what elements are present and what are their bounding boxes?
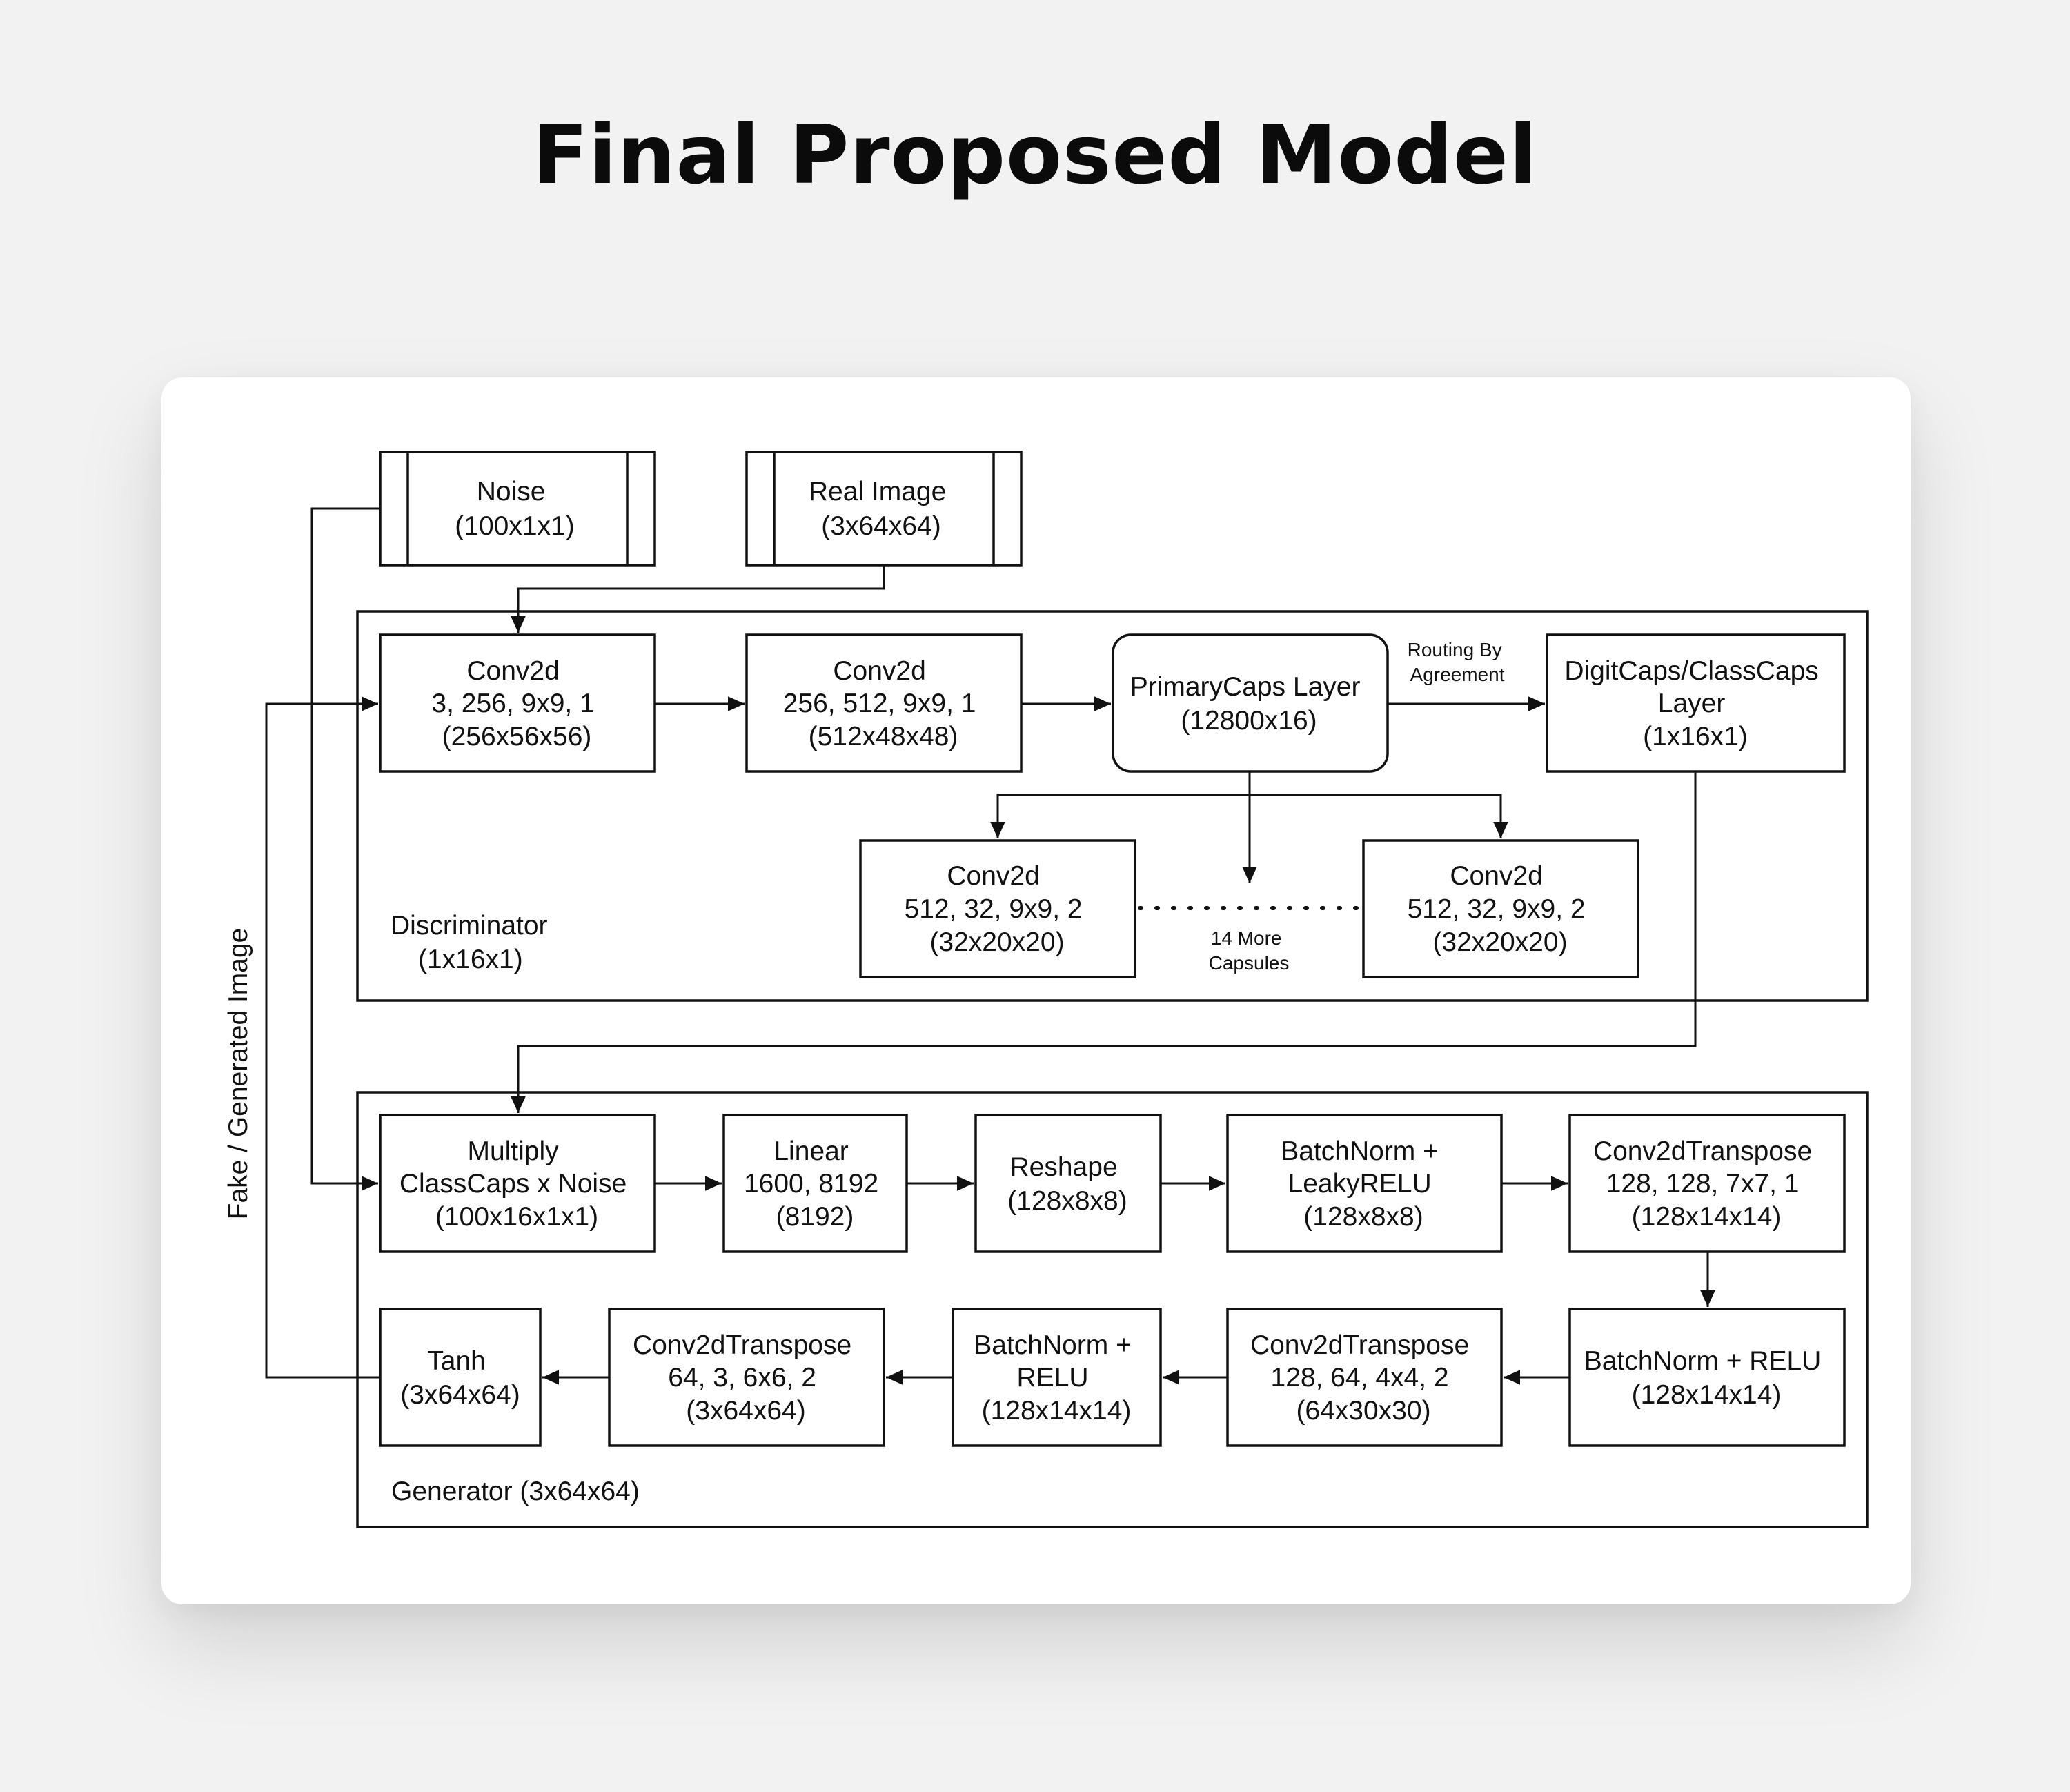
reshape-label: Reshape (128x8x8): [1007, 1152, 1127, 1216]
arrow-feedback-to-conv1: [265, 696, 380, 1379]
linear-label: Linear 1600, 8192 (8192): [744, 1136, 886, 1232]
real-image-input-box: [745, 451, 1023, 567]
real-image-label: Real Image (3x64x64): [809, 477, 954, 541]
primarycaps-box: [1112, 633, 1389, 773]
arrow-realimage-to-conv1: [511, 565, 885, 633]
arrow-primarycaps-to-capsule-left: [990, 794, 1250, 838]
convtranspose-2-label: Conv2dTranspose 128, 64, 4x4, 2 (64x30x3…: [1250, 1330, 1477, 1426]
diagram-card: [161, 377, 1911, 1604]
page-title: Final Proposed Model: [532, 107, 1538, 202]
bn-relu-1-label: BatchNorm + RELU (128x14x14): [1584, 1346, 1828, 1410]
arrow-noise-to-multiply: [310, 507, 380, 1191]
capsule-conv-right-label: Conv2d 512, 32, 9x9, 2 (32x20x20): [1408, 861, 1593, 957]
bn-relu-2-label: BatchNorm + RELU (128x14x14): [974, 1330, 1139, 1426]
fake-generated-image-label: Fake / Generated Image: [224, 928, 253, 1220]
capsule-conv-right-box: [1362, 839, 1639, 978]
routing-by-agreement-label: Routing By Agreement: [1408, 639, 1508, 685]
more-capsules-label: 14 More Capsules: [1209, 927, 1290, 974]
multiply-label: Multiply ClassCaps x Noise (100x16x1x1): [400, 1136, 634, 1232]
primarycaps-label: PrimaryCaps Layer (12800x16): [1130, 672, 1368, 736]
reshape-box: [974, 1114, 1162, 1253]
conv2d-1-label: Conv2d 3, 256, 9x9, 1 (256x56x56): [431, 656, 602, 751]
generator-container: [356, 1091, 1869, 1528]
discriminator-container: [356, 610, 1869, 1002]
digitcaps-label: DigitCaps/ClassCaps Layer (1x16x1): [1564, 656, 1826, 751]
tanh-label: Tanh (3x64x64): [400, 1346, 520, 1410]
generator-section-label: Generator (3x64x64): [391, 1477, 640, 1506]
noise-input-box: [379, 451, 656, 567]
capsule-conv-left-box: [859, 839, 1136, 978]
arrow-primarycaps-to-capsule-right: [1250, 794, 1508, 838]
arrow-digitcaps-to-multiply: [511, 771, 1697, 1113]
bn-relu-1-box: [1568, 1308, 1846, 1447]
bn-leaky-label: BatchNorm + LeakyRELU (128x8x8): [1281, 1136, 1446, 1232]
tanh-box: [379, 1308, 542, 1447]
conv2d-2-label: Conv2d 256, 512, 9x9, 1 (512x48x48): [783, 656, 984, 751]
convtranspose-1-label: Conv2dTranspose 128, 128, 7x7, 1 (128x14…: [1593, 1136, 1820, 1232]
discriminator-section-label: Discriminator (1x16x1): [391, 911, 555, 974]
noise-label: Noise (100x1x1): [455, 477, 574, 541]
convtranspose-3-label: Conv2dTranspose 64, 3, 6x6, 2 (3x64x64): [633, 1330, 859, 1426]
capsule-conv-left-label: Conv2d 512, 32, 9x9, 2 (32x20x20): [905, 861, 1090, 957]
